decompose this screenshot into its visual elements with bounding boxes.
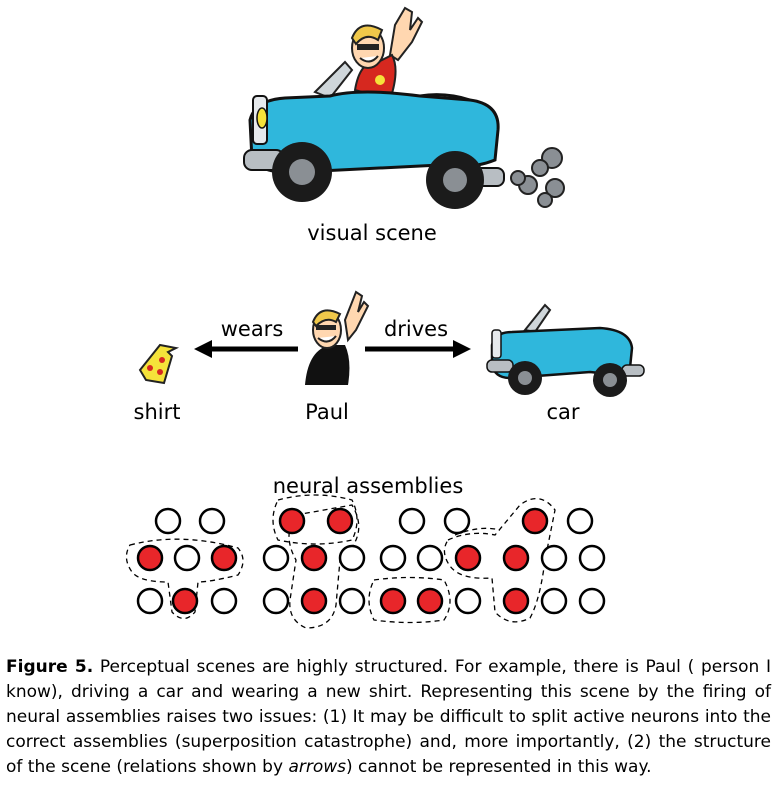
visual-scene-label: visual scene: [307, 221, 437, 245]
neuron-inactive: [198, 507, 226, 535]
neuron-active: [136, 544, 164, 572]
exhaust-smoke-icon: [510, 147, 565, 208]
neuron-inactive: [338, 587, 366, 615]
neuron-inactive: [136, 587, 164, 615]
neuron-inactive: [454, 587, 482, 615]
neuron-inactive: [379, 544, 407, 572]
neuron-inactive: [154, 507, 182, 535]
assembly-outlines: [125, 494, 556, 629]
neuron-active: [502, 544, 530, 572]
small-car-icon: [486, 303, 645, 397]
neuron-active: [502, 587, 530, 615]
caption-emphasis: arrows: [288, 757, 346, 777]
neuron-active: [454, 544, 482, 572]
neuron-inactive: [540, 587, 568, 615]
caption-text-2: ) cannot be represented in this way.: [346, 757, 652, 777]
paul-portrait-icon: [305, 290, 370, 385]
neural-assemblies-label: neural assemblies: [273, 474, 464, 498]
drives-arrow-icon: [365, 340, 471, 358]
neuron-active: [379, 587, 407, 615]
neuron-inactive: [210, 587, 238, 615]
neuron-active: [300, 544, 328, 572]
figure-illustration: visual scene wears drives shirt Paul car…: [125, 6, 645, 629]
neuron-active: [278, 507, 306, 535]
neuron-active: [210, 544, 238, 572]
neuron-active: [171, 587, 199, 615]
figure-caption: Figure 5. Perceptual scenes are highly s…: [6, 655, 771, 780]
caption-label: Figure 5.: [6, 657, 94, 677]
wears-label: wears: [221, 317, 284, 341]
neuron-inactive: [262, 587, 290, 615]
neuron-inactive: [566, 507, 594, 535]
caption-text-1: Perceptual scenes are highly structured.…: [6, 657, 771, 777]
wears-arrow-icon: [194, 340, 298, 358]
neuron-inactive: [338, 544, 366, 572]
neuron-inactive: [578, 544, 606, 572]
neuron-active: [521, 507, 549, 535]
shirt-icon: [138, 343, 180, 385]
neuron-active: [326, 507, 354, 535]
paul-label: Paul: [305, 400, 349, 424]
car-label: car: [546, 400, 579, 424]
neuron-inactive: [398, 507, 426, 535]
neuron-active: [416, 587, 444, 615]
neuron-grid: [136, 507, 606, 615]
neuron-inactive: [443, 507, 471, 535]
drives-label: drives: [384, 317, 448, 341]
neuron-active: [300, 587, 328, 615]
paul-driver-icon: [350, 6, 424, 102]
neuron-inactive: [173, 544, 201, 572]
neuron-inactive: [578, 587, 606, 615]
visual-scene-illustration: [243, 6, 565, 209]
shirt-label: shirt: [134, 400, 181, 424]
neuron-inactive: [262, 544, 290, 572]
neuron-inactive: [540, 544, 568, 572]
neuron-inactive: [416, 544, 444, 572]
